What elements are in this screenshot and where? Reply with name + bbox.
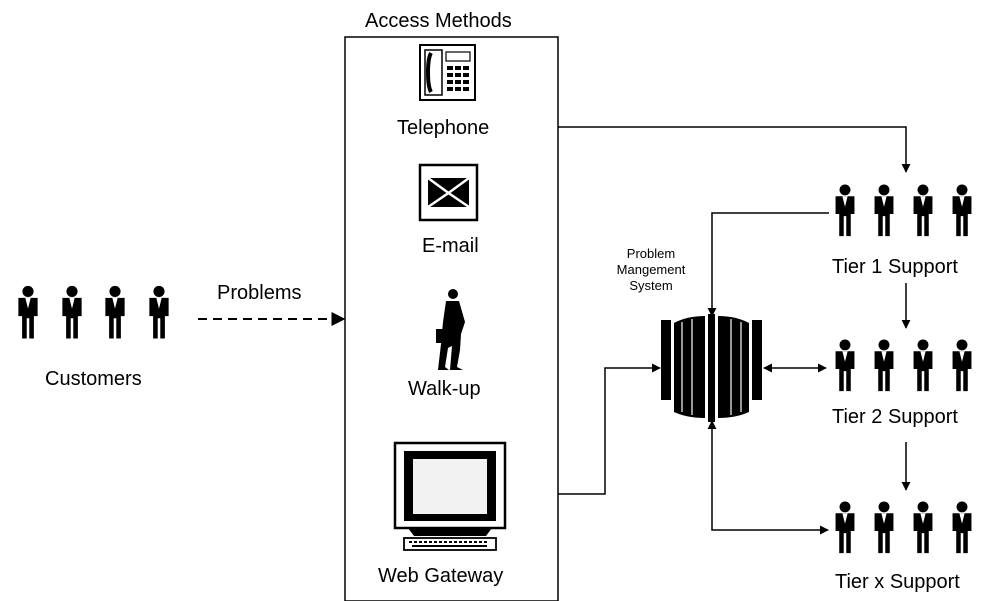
- tier-x-label: Tier x Support: [835, 571, 960, 593]
- pms-label: Problem Mangement System: [610, 246, 692, 294]
- businessman-icon: [436, 289, 465, 370]
- telephone-to-tier1-arrow: [558, 126, 911, 173]
- tier-1-people-icon: [835, 184, 972, 237]
- customers-label: Customers: [45, 368, 142, 390]
- walk-up-label: Walk-up: [408, 378, 481, 400]
- customers-icon: [18, 285, 169, 339]
- web-gateway-label: Web Gateway: [378, 565, 504, 587]
- tier1-to-pms-arrow: [707, 212, 829, 317]
- telephone-icon: [419, 44, 476, 101]
- problems-label: Problems: [217, 282, 302, 304]
- access-methods-title: Access Methods: [365, 10, 512, 32]
- tier-2-people-icon: [835, 339, 972, 392]
- pms-label-line-3: System: [629, 278, 673, 293]
- pms-label-line-1: Problem: [626, 246, 676, 261]
- server-cabinet-icon: [661, 314, 762, 422]
- pms-label-line-2: Mangement: [616, 262, 686, 277]
- web-to-pms-arrow: [558, 363, 661, 495]
- pms-tierx-bidirectional-arrow: [707, 420, 829, 535]
- tier-1-label: Tier 1 Support: [832, 256, 958, 278]
- computer-icon: [393, 441, 507, 551]
- email-label: E-mail: [422, 235, 479, 257]
- tier-x-people-icon: [835, 501, 972, 554]
- tier-2-label: Tier 2 Support: [832, 406, 958, 428]
- envelope-icon: [418, 163, 479, 222]
- telephone-label: Telephone: [397, 117, 490, 139]
